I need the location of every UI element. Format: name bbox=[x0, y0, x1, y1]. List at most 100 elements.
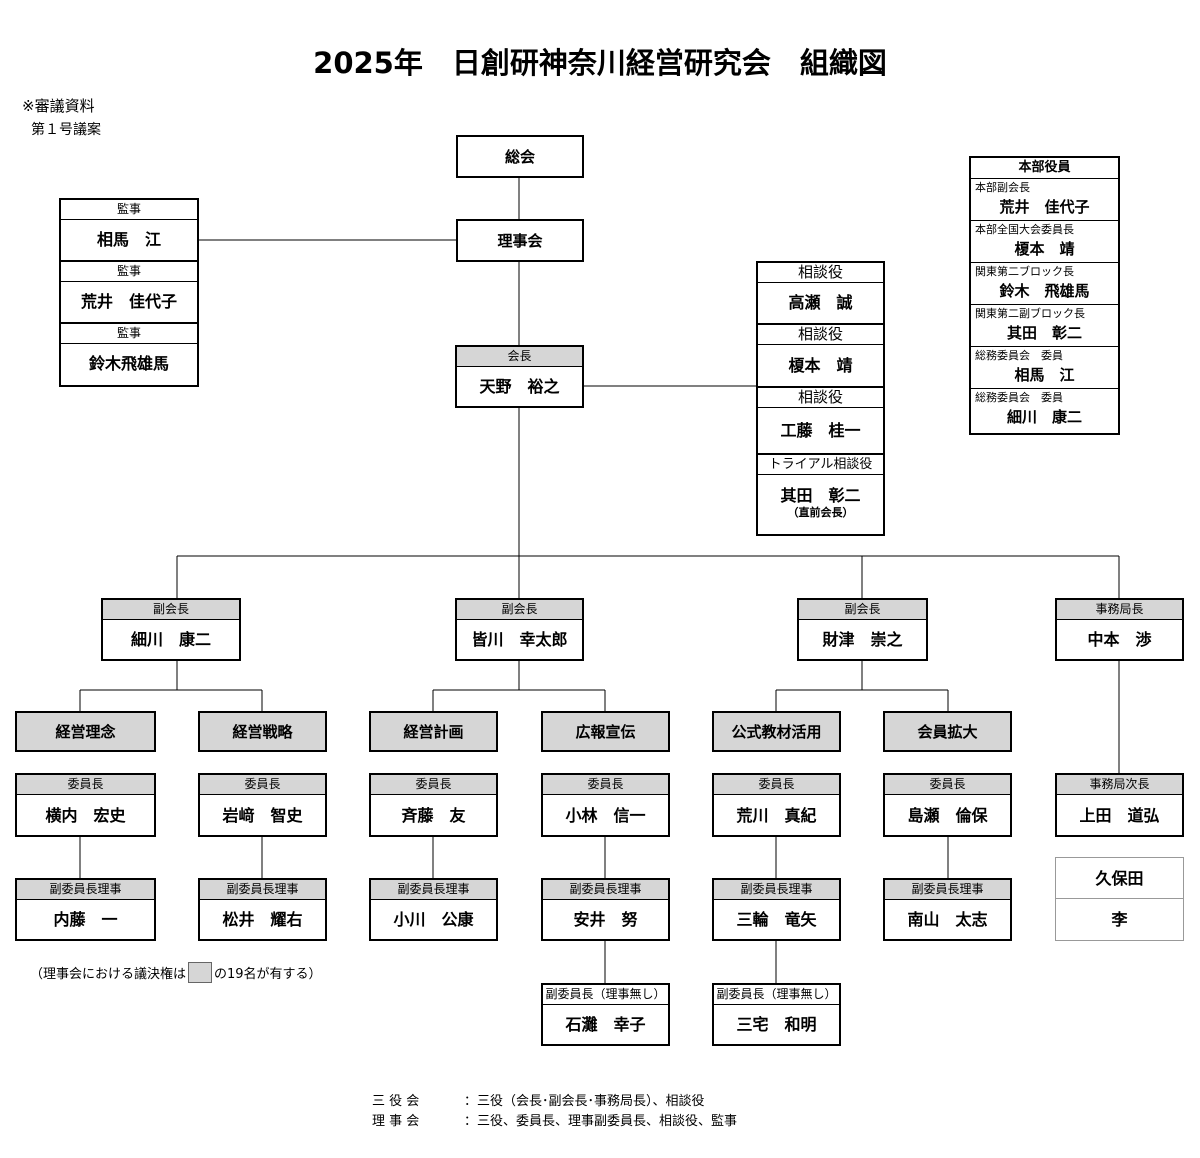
hq-officer-name: 荒井 佳代子 bbox=[999, 198, 1090, 216]
general-meeting-box: 総会 bbox=[456, 135, 584, 178]
secretariat-chief-role: 事務局長 bbox=[1057, 600, 1182, 620]
committee-vice-chair-role: 副委員長理事 bbox=[714, 880, 839, 900]
committee-chair-card: 委員長斉藤 友 bbox=[369, 773, 498, 837]
footer-text: ：三役（会長･副会長･事務局長）、相談役 bbox=[464, 1094, 705, 1109]
committee-title: 公式教材活用 bbox=[712, 711, 841, 752]
committee-vice-chair-role: 副委員長理事 bbox=[200, 880, 325, 900]
hq-officer: 関東第二副ブロック長 其田 彰二 bbox=[971, 305, 1118, 347]
president-name: 天野 裕之 bbox=[479, 377, 560, 396]
committee-chair-role: 委員長 bbox=[200, 775, 325, 795]
committee-chair-role: 委員長 bbox=[543, 775, 668, 795]
hq-officer-role: 本部全国大会委員長 bbox=[975, 223, 1074, 236]
auditor-role: 監事 bbox=[61, 262, 197, 282]
committee-title: 経営理念 bbox=[15, 711, 156, 752]
auditor-name: 相馬 江 bbox=[96, 230, 161, 249]
committee-extra-vice-chair-card: 副委員長（理事無し） 三宅 和明 bbox=[712, 983, 841, 1046]
advisor-note: （直前会長） bbox=[787, 506, 854, 519]
president-card: 会長 天野 裕之 bbox=[455, 345, 584, 408]
page-title: 2025年 日創研神奈川経営研究会 組織図 bbox=[313, 46, 887, 80]
secretariat-deputy-card: 事務局次長 上田 道弘 bbox=[1055, 773, 1184, 837]
committee-chair-card: 委員長荒川 真紀 bbox=[712, 773, 841, 837]
vice-president-role: 副会長 bbox=[457, 600, 582, 620]
committee-vice-chair-role: 副委員長理事 bbox=[371, 880, 496, 900]
committee-chair-name: 島瀬 倫保 bbox=[907, 806, 988, 825]
secretariat-chief-card: 事務局長 中本 渉 bbox=[1055, 598, 1184, 661]
committee-chair-name: 斉藤 友 bbox=[401, 806, 466, 825]
review-note: ※審議資料 bbox=[22, 97, 95, 115]
vice-president-name: 細川 康二 bbox=[130, 630, 211, 649]
committee-vice-chair-role: 副委員長理事 bbox=[543, 880, 668, 900]
committee-chair-name: 荒川 真紀 bbox=[736, 806, 817, 825]
hq-officer-name: 榎本 靖 bbox=[1014, 240, 1075, 258]
hq-officer: 総務委員会 委員 細川 康二 bbox=[971, 389, 1118, 430]
hq-officer: 総務委員会 委員 相馬 江 bbox=[971, 347, 1118, 389]
hq-officer-name: 鈴木 飛雄馬 bbox=[999, 282, 1090, 300]
hq-officer-role: 本部副会長 bbox=[975, 181, 1030, 194]
secretariat-chief-name: 中本 渉 bbox=[1087, 630, 1152, 649]
committee-vice-chair-name: 松井 耀右 bbox=[222, 910, 303, 929]
hq-officer-name: 其田 彰二 bbox=[1006, 324, 1082, 342]
committee-chair-role: 委員長 bbox=[371, 775, 496, 795]
committee-title: 経営戦略 bbox=[198, 711, 327, 752]
footer-term: 三 役 会 bbox=[372, 1094, 420, 1109]
advisor-role: 相談役 bbox=[758, 388, 883, 408]
committee-vice-chair-card: 副委員長理事安井 努 bbox=[541, 878, 670, 941]
hq-officer: 関東第二ブロック長 鈴木 飛雄馬 bbox=[971, 263, 1118, 305]
secretariat-staff-name: 久保田 bbox=[1056, 858, 1183, 899]
board-box: 理事会 bbox=[456, 219, 584, 262]
footer-text: ：三役、委員長、理事副委員長、相談役、監事 bbox=[464, 1114, 738, 1129]
committee-vice-chair-card: 副委員長理事三輪 竜矢 bbox=[712, 878, 841, 941]
hq-officer-name: 相馬 江 bbox=[1014, 366, 1075, 384]
committee-extra-vice-chair-role: 副委員長（理事無し） bbox=[714, 985, 839, 1005]
committee-title-label: 経営計画 bbox=[403, 723, 464, 741]
president-role: 会長 bbox=[457, 347, 582, 367]
committee-vice-chair-role: 副委員長理事 bbox=[17, 880, 154, 900]
vice-president-role: 副会長 bbox=[103, 600, 239, 620]
committee-vice-chair-name: 安井 努 bbox=[573, 910, 638, 929]
committee-title-label: 広報宣伝 bbox=[575, 723, 636, 741]
advisor-role: トライアル相談役 bbox=[758, 455, 883, 475]
auditor-card: 監事 相馬 江 bbox=[61, 200, 197, 262]
committee-chair-name: 小林 信一 bbox=[565, 806, 646, 825]
hq-officers-panel: 本部役員 本部副会長 荒井 佳代子 本部全国大会委員長 榎本 靖 関東第二ブロッ… bbox=[969, 156, 1120, 435]
committee-title: 経営計画 bbox=[369, 711, 498, 752]
advisor-role: 相談役 bbox=[758, 325, 883, 345]
committee-vice-chair-card: 副委員長理事松井 耀右 bbox=[198, 878, 327, 941]
secretariat-staff-group: 久保田 李 bbox=[1055, 857, 1184, 941]
vice-president-card: 副会長 細川 康二 bbox=[101, 598, 241, 661]
committee-chair-card: 委員長島瀬 倫保 bbox=[883, 773, 1012, 837]
advisor-card: トライアル相談役 其田 彰二 （直前会長） bbox=[758, 455, 883, 534]
footer-definition: 理 事 会 ：三役、委員長、理事副委員長、相談役、監事 bbox=[372, 1110, 737, 1129]
advisor-name: 榎本 靖 bbox=[788, 356, 853, 375]
committee-extra-vice-chair-name: 石灘 幸子 bbox=[565, 1015, 646, 1034]
committee-vice-chair-card: 副委員長理事内藤 一 bbox=[15, 878, 156, 941]
vice-president-role: 副会長 bbox=[799, 600, 926, 620]
vice-president-name: 皆川 幸太郎 bbox=[471, 630, 568, 649]
voting-note-suffix: の19名が有する） bbox=[214, 967, 322, 982]
agenda-number: 第１号議案 bbox=[31, 122, 101, 138]
committee-extra-vice-chair-card: 副委員長（理事無し）石灘 幸子 bbox=[541, 983, 670, 1046]
hq-officers-header: 本部役員 bbox=[971, 158, 1118, 179]
advisors-group: 相談役 高瀬 誠 相談役 榎本 靖 相談役 工藤 桂一 トライアル相談役 其田 … bbox=[756, 261, 885, 536]
hq-officer-role: 総務委員会 委員 bbox=[975, 391, 1063, 404]
auditor-card: 監事 荒井 佳代子 bbox=[61, 262, 197, 324]
secretariat-deputy-name: 上田 道弘 bbox=[1079, 806, 1160, 825]
auditor-card: 監事 鈴木飛雄馬 bbox=[61, 324, 197, 385]
committee-vice-chair-name: 三輪 竜矢 bbox=[736, 910, 817, 929]
committee-title-label: 経営戦略 bbox=[232, 723, 293, 741]
committee-extra-vice-chair-name: 三宅 和明 bbox=[736, 1015, 817, 1034]
voting-legend-swatch bbox=[188, 962, 213, 983]
footer-definition: 三 役 会 ：三役（会長･副会長･事務局長）、相談役 bbox=[372, 1090, 705, 1109]
advisor-name: 其田 彰二 bbox=[780, 486, 861, 505]
hq-officer-role: 関東第二ブロック長 bbox=[975, 265, 1074, 278]
advisor-name: 工藤 桂一 bbox=[780, 421, 861, 440]
committee-chair-name: 横内 宏史 bbox=[45, 806, 126, 825]
voting-note-prefix: （理事会における議決権は bbox=[30, 967, 187, 982]
committee-title: 広報宣伝 bbox=[541, 711, 670, 752]
secretariat-deputy-role: 事務局次長 bbox=[1057, 775, 1182, 795]
committee-chair-role: 委員長 bbox=[714, 775, 839, 795]
advisor-card: 相談役 高瀬 誠 bbox=[758, 263, 883, 325]
auditor-name: 荒井 佳代子 bbox=[80, 292, 177, 311]
hq-officer-role: 総務委員会 委員 bbox=[975, 349, 1063, 362]
